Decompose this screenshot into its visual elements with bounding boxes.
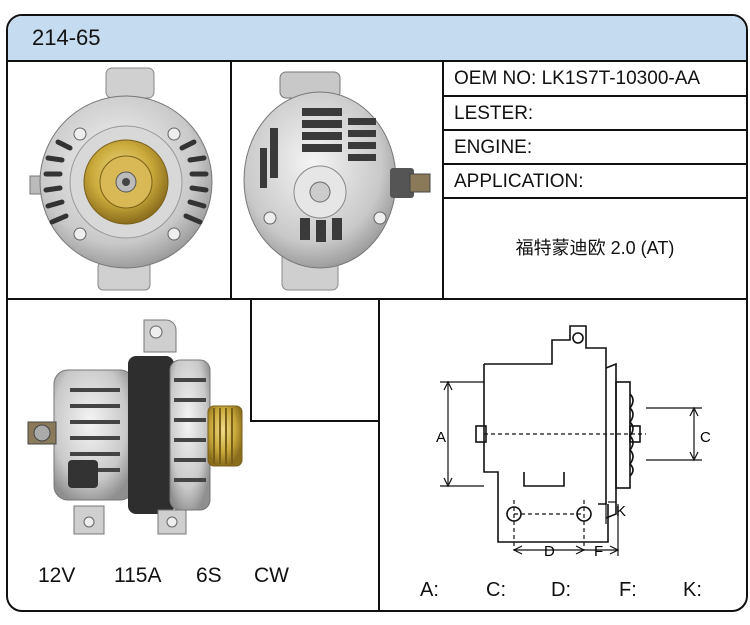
divider [378,298,380,610]
divider [442,163,746,165]
divider [250,298,252,422]
divider [442,95,746,97]
spec-rotation: CW [254,564,289,587]
alternator-side-photo [27,319,243,535]
divider [230,60,232,300]
dim-label-c: C [700,429,711,446]
application-value: 福特蒙迪欧 2.0 (AT) [515,238,675,258]
dim-label-k: K [616,503,626,520]
divider [442,60,444,300]
spec-amperage: 115A [114,564,162,587]
alternator-front-photo [29,67,213,291]
alternator-rear-photo [243,71,431,291]
application-label: APPLICATION: [454,171,584,192]
header-bar: 214-65 [8,16,746,62]
divider [8,298,746,300]
divider [250,420,380,422]
oem-number: OEM NO: LK1S7T-10300-AA [454,68,701,89]
dim-label-f: F [594,543,603,560]
dim-label-d: D [544,543,555,560]
divider [442,129,746,131]
engine-label: ENGINE: [454,137,533,158]
alternator-dimension-drawing: A C D F K [436,325,711,560]
dimension-d: D: [551,579,571,601]
spec-pulley: 6S [196,564,222,587]
dimension-a: A: [420,579,439,601]
dimension-k: K: [683,579,702,601]
product-card: 214-65 OEM NO: LK1S7T-10300-AA LESTER: E… [6,14,748,612]
divider [442,197,746,199]
lester-label: LESTER: [454,103,534,124]
dimension-f: F: [619,579,637,601]
dimension-c: C: [486,579,506,601]
part-number-title: 214-65 [32,25,101,50]
dim-label-a: A [436,429,446,446]
spec-voltage: 12V [38,564,76,587]
